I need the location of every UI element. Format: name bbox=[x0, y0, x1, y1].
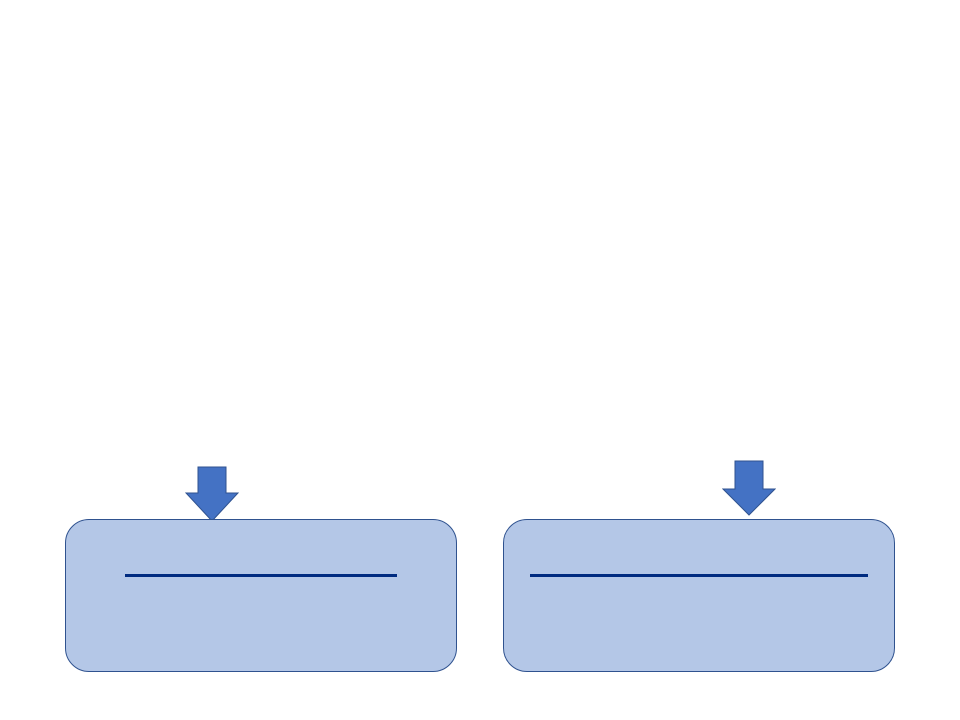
down-arrow-icon-left bbox=[185, 466, 239, 522]
down-arrow-shape-right bbox=[722, 460, 776, 516]
down-arrow-shape-left bbox=[185, 466, 239, 522]
blank-line-left bbox=[125, 574, 397, 577]
diagram-box-right bbox=[503, 519, 895, 672]
blank-line-right bbox=[530, 574, 868, 577]
down-arrow-icon-right bbox=[722, 460, 776, 516]
diagram-box-left bbox=[65, 519, 457, 672]
